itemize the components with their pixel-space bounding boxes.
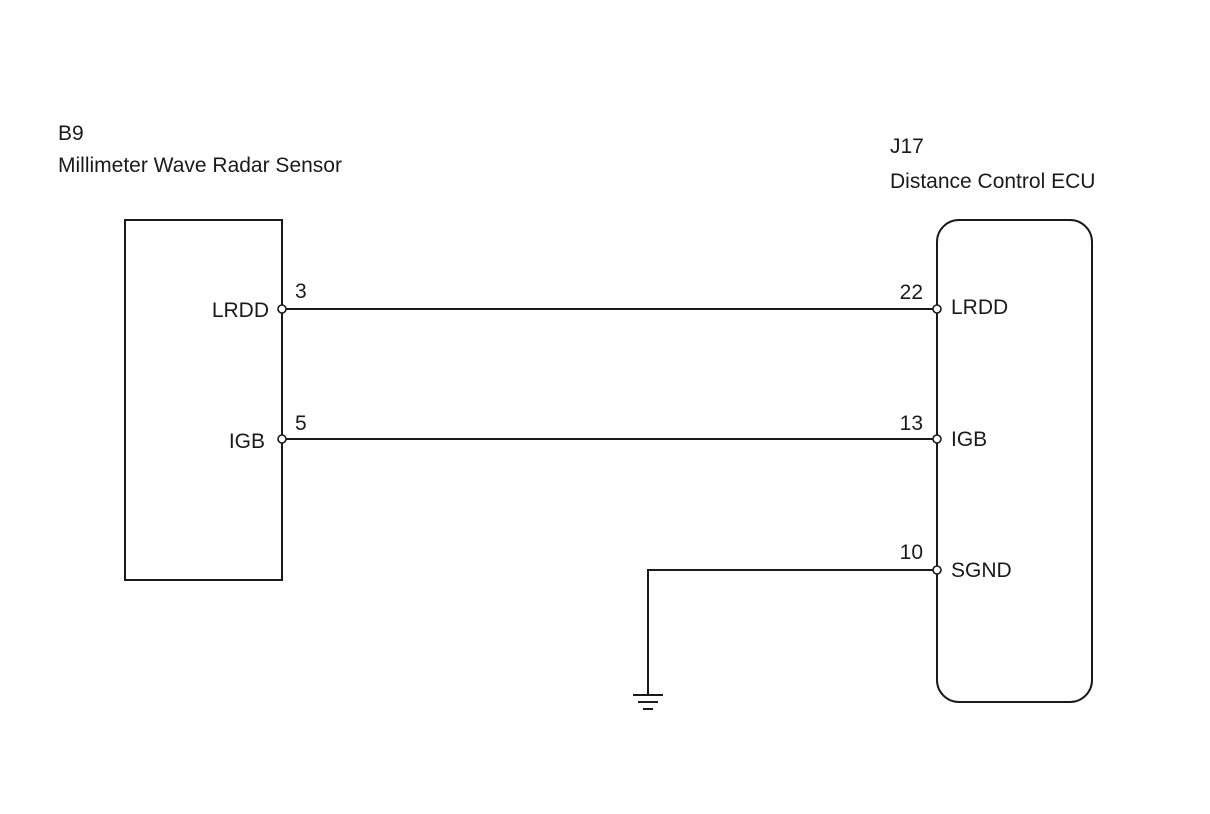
left-pin-label-lrdd: LRDD (211, 299, 269, 322)
ground-symbol (633, 694, 663, 710)
pin-terminal-j17-22 (932, 304, 942, 314)
pin-terminal-j17-10 (932, 565, 942, 575)
right-pin-label-sgnd: SGND (951, 559, 1012, 582)
left-component-name: Millimeter Wave Radar Sensor (58, 154, 342, 177)
pin-terminal-b9-3 (277, 304, 287, 314)
pin-terminal-b9-5 (277, 434, 287, 444)
right-component-code: J17 (890, 135, 924, 158)
right-pin-number-22: 22 (899, 281, 923, 304)
left-pin-number-3: 3 (295, 280, 307, 303)
radar-sensor-box (124, 219, 283, 581)
ecu-box (936, 219, 1093, 703)
pin-terminal-j17-13 (932, 434, 942, 444)
right-pin-label-igb: IGB (951, 428, 988, 451)
right-component-name: Distance Control ECU (890, 170, 1096, 193)
left-pin-number-5: 5 (295, 412, 307, 435)
right-pin-label-lrdd: LRDD (951, 296, 1009, 319)
right-pin-number-13: 13 (899, 412, 923, 435)
left-component-code: B9 (58, 122, 84, 145)
wire-sgnd (647, 569, 933, 694)
left-pin-label-igb: IGB (228, 430, 265, 453)
right-pin-number-10: 10 (899, 541, 923, 564)
